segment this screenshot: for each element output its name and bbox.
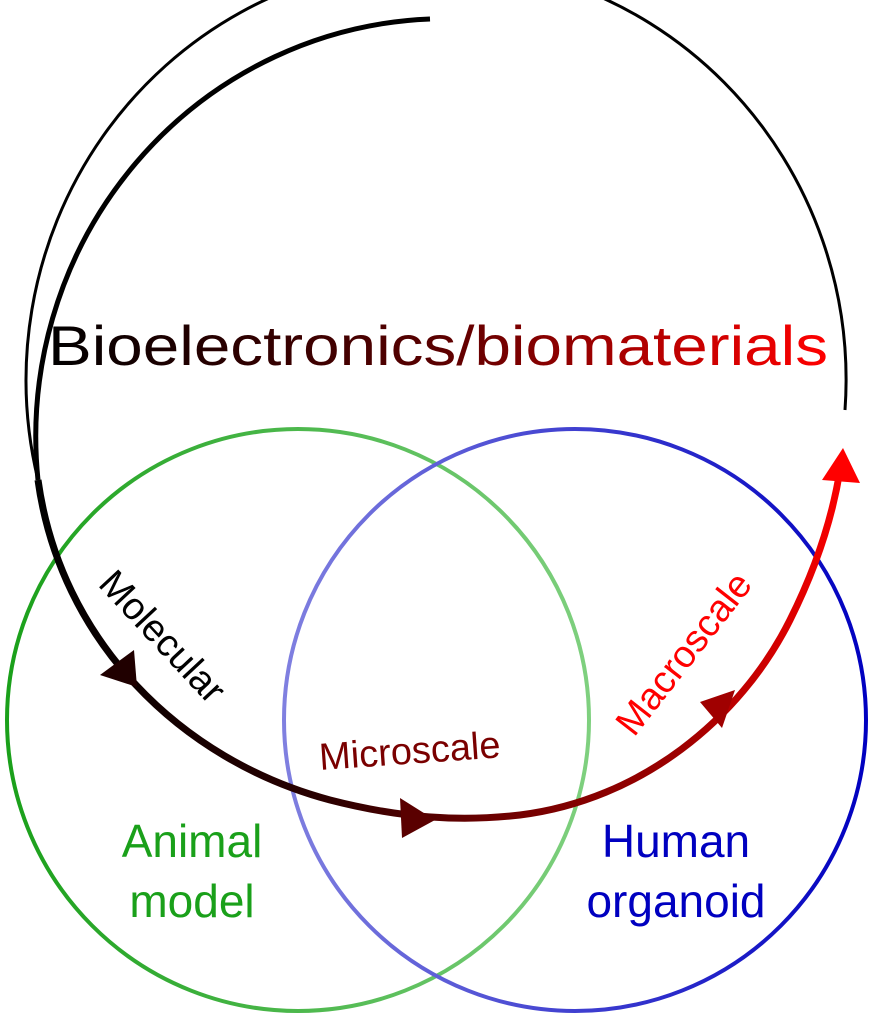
- main-circle-arc: [24, 0, 848, 481]
- microscale-label: Microscale: [318, 724, 502, 779]
- molecular-label: Molecular: [90, 562, 233, 711]
- microscale-arrowhead-icon: [400, 798, 435, 838]
- animal-label-line1: Animal: [122, 815, 263, 867]
- animal-label-line2: model: [129, 875, 254, 927]
- main-title: Bioelectronics/biomaterials: [48, 314, 828, 377]
- main-circle-arc-thick: [33, 16, 431, 481]
- molecular-arrowhead-icon: [100, 650, 137, 687]
- animal-model-circle: [5, 427, 591, 1013]
- end-arrowhead-icon: [822, 448, 860, 483]
- human-organoid-circle: [282, 427, 868, 1013]
- macroscale-label: Macroscale: [608, 565, 761, 744]
- human-label-line2: organoid: [586, 875, 765, 927]
- scale-arrow-path: [34, 469, 844, 822]
- human-label-line1: Human: [602, 815, 750, 867]
- macroscale-arrowhead-icon: [700, 690, 735, 728]
